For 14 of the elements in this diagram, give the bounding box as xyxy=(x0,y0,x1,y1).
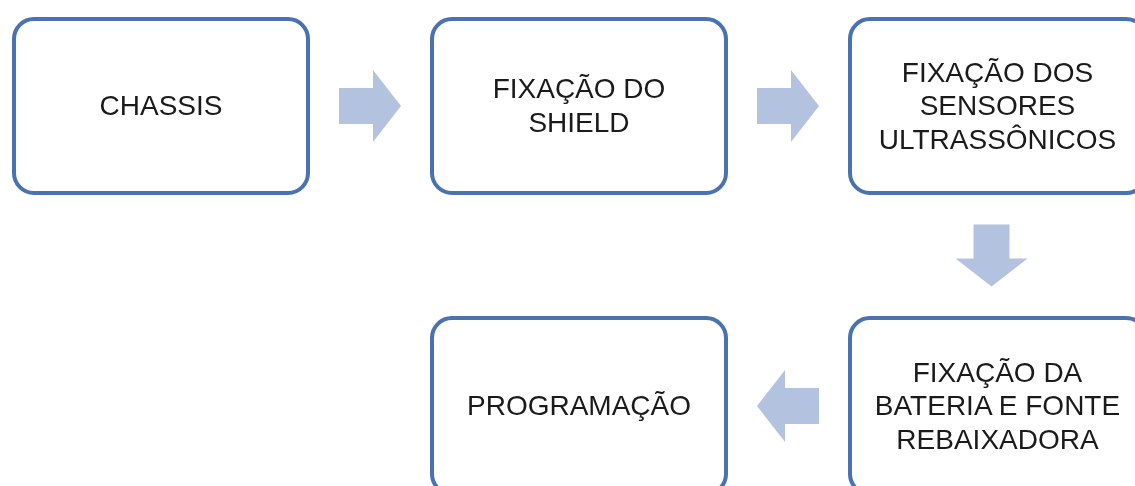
process-box xyxy=(848,17,1135,195)
step-label: FIXAÇÃO DO SHIELD xyxy=(491,72,667,140)
block-arrow xyxy=(339,70,401,142)
process-box xyxy=(430,17,728,195)
process-box xyxy=(12,17,310,195)
process-box xyxy=(848,316,1135,486)
block-arrow xyxy=(757,70,819,142)
block-arrow xyxy=(955,224,1028,287)
process-box xyxy=(430,316,728,486)
step-label: FIXAÇÃO DA BATERIA E FONTE REBAIXADORA xyxy=(873,355,1122,457)
step-label: CHASSIS xyxy=(98,89,224,123)
step-label: FIXAÇÃO DOS SENSORES ULTRASSÔNICOS xyxy=(877,55,1118,157)
block-arrow xyxy=(757,370,819,442)
step-label: PROGRAMAÇÃO xyxy=(466,389,692,423)
